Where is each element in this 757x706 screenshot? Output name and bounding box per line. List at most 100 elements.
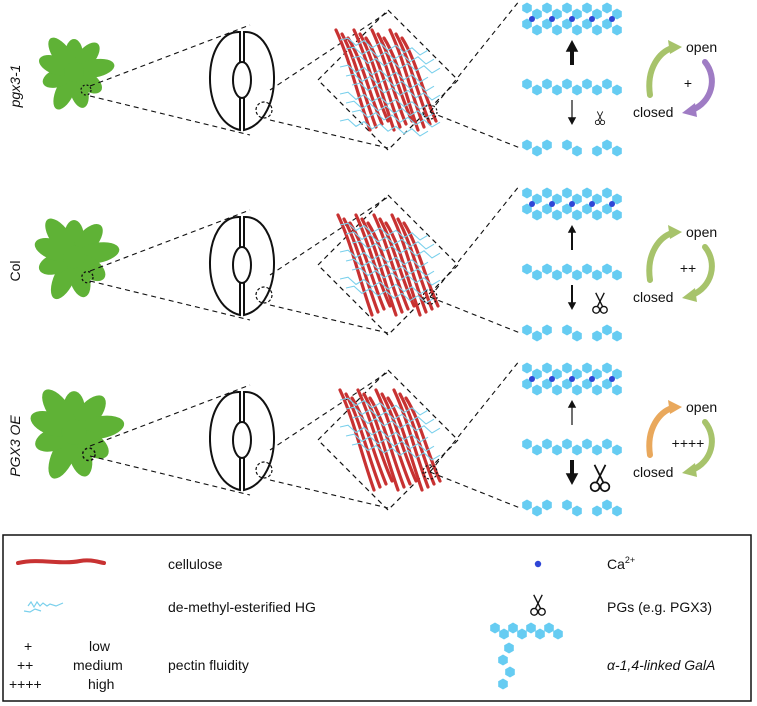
zoom-guide-line (89, 95, 251, 136)
galA-unit (542, 187, 552, 199)
calcium-ion (569, 376, 575, 382)
calcium-ion (569, 16, 575, 22)
galA-unit (542, 378, 552, 390)
galA-unit (572, 145, 582, 157)
galA-unit (592, 209, 602, 221)
zoom-guide-line (89, 455, 251, 496)
galA-unit (522, 18, 532, 30)
galA-unit (504, 642, 514, 654)
cellulose-fiber (352, 28, 390, 123)
legend-degree-medium: medium (73, 657, 123, 673)
galA-unit (542, 263, 552, 275)
galA-unit (552, 269, 562, 281)
zoom-guide-line (269, 11, 389, 91)
cellulose-legend-icon (16, 558, 106, 565)
galA-chain (522, 438, 622, 456)
fluidity-degree: ++ (680, 260, 696, 276)
zoom-guide-line (89, 24, 251, 87)
galA-unit (562, 499, 572, 511)
galA-unit (522, 362, 532, 374)
hg-strand (345, 258, 435, 277)
galA-unit (602, 203, 612, 215)
calcium-ion (589, 16, 595, 22)
galA-unit (498, 654, 508, 666)
galA-unit (612, 209, 622, 221)
galA-unit (572, 84, 582, 96)
galA-unit (532, 145, 542, 157)
cellulose-fiber (340, 32, 378, 129)
galA-unit (572, 269, 582, 281)
galA-unit (582, 362, 592, 374)
galA-chain (522, 2, 622, 20)
cellulose-fiber (348, 221, 386, 311)
galA-unit (532, 505, 542, 517)
genotype-label: Col (7, 260, 23, 281)
zoom-guide-line (269, 119, 389, 149)
genotype-label: PGX3 OE (7, 415, 23, 477)
legend-pgs-label: PGs (e.g. PGX3) (607, 599, 712, 615)
hg-strand (345, 406, 435, 425)
stomata-guard-cells (209, 390, 275, 492)
rosette-plant (34, 218, 120, 300)
cellulose-fiber (388, 28, 426, 129)
zoom-guide-line (269, 304, 389, 334)
hg-strand (351, 415, 441, 434)
galA-unit (552, 444, 562, 456)
state-closed-label: closed (633, 464, 673, 480)
cell-wall-zoom (317, 9, 459, 151)
cellulose-fiber (366, 221, 404, 314)
galA-unit (582, 378, 592, 390)
zoom-guide-line (429, 184, 521, 298)
galA-unit (602, 263, 612, 275)
galA-unit (532, 24, 542, 36)
hg-strand (345, 73, 435, 92)
cellulose-fiber (396, 217, 434, 311)
process-arrow (567, 285, 577, 310)
galA-unit (552, 8, 562, 20)
cellulose-fiber (390, 213, 428, 314)
galA-unit (572, 209, 582, 221)
galA-unit (612, 505, 622, 517)
galA-unit (532, 368, 542, 380)
galA-unit (532, 84, 542, 96)
galA-unit (572, 444, 582, 456)
galA-unit (542, 499, 552, 511)
calcium-ion (609, 201, 615, 207)
galA-unit (532, 444, 542, 456)
galA-unit (542, 78, 552, 90)
galA-unit (612, 193, 622, 205)
legend: cellulose de-methyl-esterified HG + low … (2, 534, 752, 702)
galA-unit (505, 666, 515, 678)
calcium-ion (609, 16, 615, 22)
galA-unit (542, 203, 552, 215)
zoom-guide-line (429, 111, 521, 149)
galA-unit (602, 362, 612, 374)
cellulose-fiber (370, 28, 408, 126)
calcium-ion (529, 16, 535, 22)
galA-unit (562, 324, 572, 336)
galA-unit (498, 678, 508, 690)
zoom-guide-line (429, 296, 521, 334)
cellulose-fiber (342, 217, 380, 314)
hg-strand (339, 222, 429, 241)
galA-unit (552, 384, 562, 396)
galA-chain (522, 378, 622, 396)
galA-unit (532, 269, 542, 281)
hg-strand (345, 46, 435, 65)
cellulose-fiber (398, 392, 436, 486)
hg-strand (351, 55, 441, 74)
galA-chain (522, 263, 622, 281)
galA-unit (572, 505, 582, 517)
cellulose-fiber (404, 396, 442, 483)
legend-fluidity-label: pectin fluidity (168, 657, 249, 673)
galA-unit (562, 203, 572, 215)
galA-unit (522, 263, 532, 275)
zoom-guide-line (429, 471, 521, 509)
scissors-icon (592, 292, 608, 314)
galA-unit (552, 24, 562, 36)
calcium-ion (549, 16, 555, 22)
galA-unit (522, 187, 532, 199)
hg-strand (345, 285, 435, 304)
hg-strand (345, 100, 435, 119)
